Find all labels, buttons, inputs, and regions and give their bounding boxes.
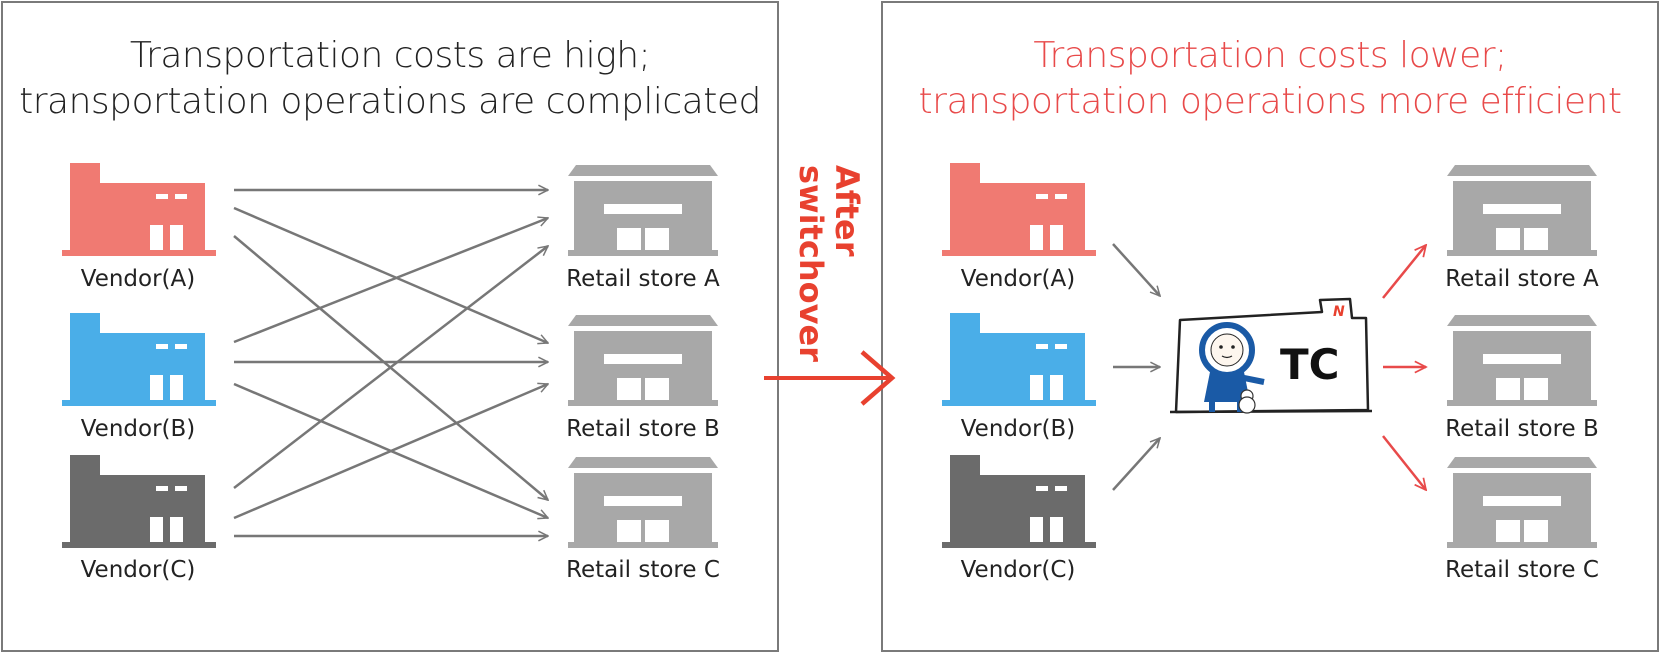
store-icon-c (568, 457, 718, 548)
store-icon-c-right (1447, 457, 1597, 548)
left-title-line1: Transportation costs are high; (129, 35, 651, 76)
factory-icon-vendor-b-right (942, 313, 1096, 406)
mascot-icon (1199, 322, 1265, 414)
switchover-arrow (764, 350, 896, 406)
factory-icon-vendor-a-right (942, 163, 1096, 256)
factory-icon-vendor-b (62, 313, 216, 406)
right-title-line2: transportation operations more efficient (918, 81, 1622, 122)
store-icon-a-right (1447, 165, 1597, 256)
vendor-a-label-right: Vendor(A) (960, 266, 1076, 292)
store-c-label: Retail store C (566, 557, 720, 583)
store-icon-a (568, 165, 718, 256)
factory-icon-vendor-a (62, 163, 216, 256)
tc-to-store-arrows (1382, 245, 1426, 490)
svg-text:N: N (1333, 304, 1345, 320)
store-b-label-right: Retail store B (1445, 416, 1599, 442)
vendor-b-label-right: Vendor(B) (960, 416, 1076, 442)
vendor-a-label: Vendor(A) (80, 266, 196, 292)
factory-icon-vendor-c (62, 455, 216, 548)
vendor-c-label-right: Vendor(C) (960, 557, 1076, 583)
vendor-to-tc-arrows (1112, 243, 1160, 491)
crossing-arrows (233, 190, 548, 536)
left-title-line2: transportation operations are complicate… (19, 81, 761, 122)
switchover-label: After switchover (792, 165, 866, 365)
tc-label: TC (1280, 340, 1340, 389)
store-a-label: Retail store A (566, 266, 720, 292)
store-a-label-right: Retail store A (1445, 266, 1599, 292)
switchover-line1: After (828, 165, 866, 257)
store-b-label: Retail store B (566, 416, 720, 442)
store-icon-b-right (1447, 315, 1597, 406)
store-c-label-right: Retail store C (1445, 557, 1599, 583)
right-title-line1: Transportation costs lower; (1033, 35, 1507, 76)
factory-icon-vendor-c-right (942, 455, 1096, 548)
vendor-c-label: Vendor(C) (80, 557, 196, 583)
store-icon-b (568, 315, 718, 406)
vendor-b-label: Vendor(B) (80, 416, 196, 442)
switchover-line2: switchover (792, 165, 830, 362)
